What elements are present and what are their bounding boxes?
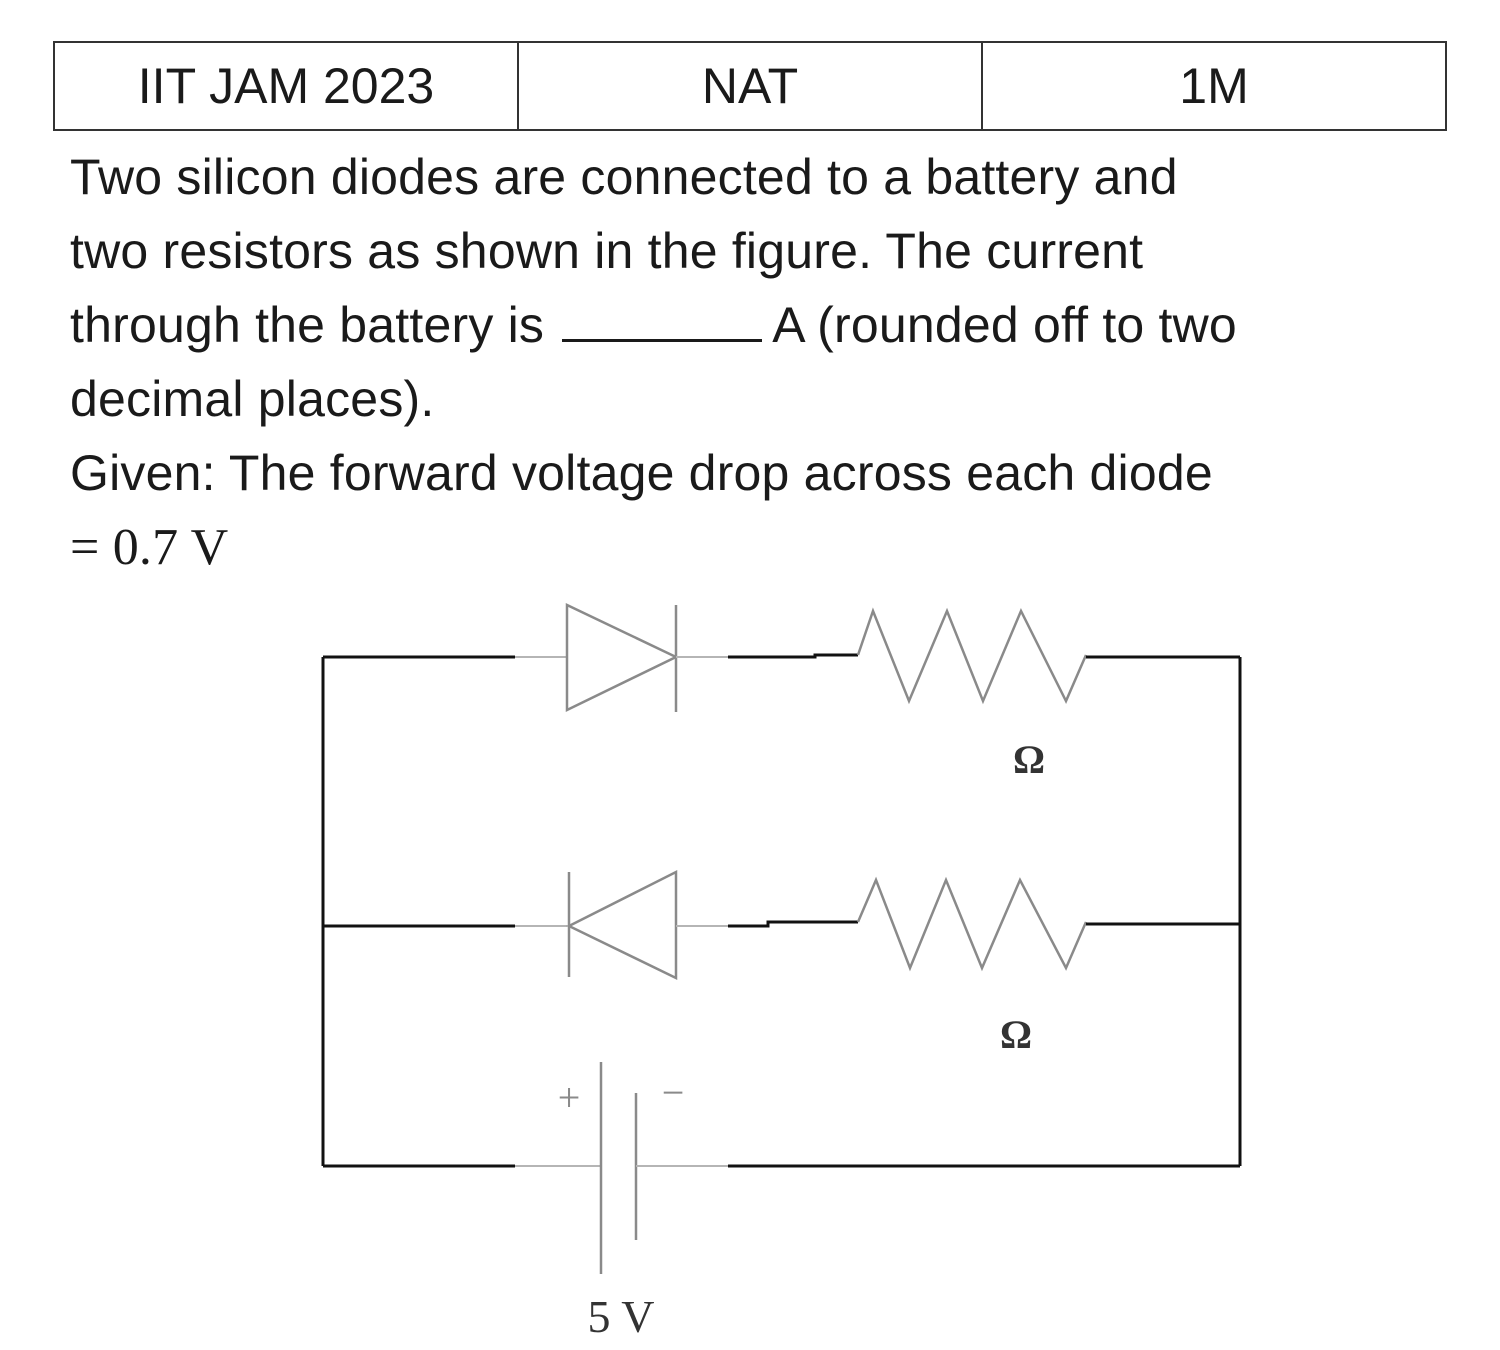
top-branch: Ω xyxy=(323,603,1240,782)
question-line-3: through the battery is A (rounded off to… xyxy=(70,288,1470,362)
middle-branch: Ω xyxy=(323,869,1240,1057)
resistor-top-label: Ω xyxy=(1013,737,1045,782)
given-value: = 0.7 V xyxy=(70,519,229,576)
diode-top-triangle xyxy=(565,603,679,712)
middle-branch-mid-wire xyxy=(728,920,858,928)
resistor-bottom-zigzag xyxy=(856,876,1088,972)
given-value-line: = 0.7 V xyxy=(70,510,1470,585)
question-text: Two silicon diodes are connected to a ba… xyxy=(70,140,1470,585)
resistor-top-zigzag xyxy=(856,607,1088,705)
exam-name-cell: IIT JAM 2023 xyxy=(53,41,519,131)
battery-voltage-label: 5 V xyxy=(588,1291,655,1342)
question-line-4: decimal places). xyxy=(70,371,435,427)
marks-cell: 1M xyxy=(981,41,1447,131)
given-line: Given: The forward voltage drop across e… xyxy=(70,445,1213,501)
bottom-branch: + − 5 V xyxy=(323,1062,1240,1342)
top-branch-mid-wire xyxy=(728,653,858,659)
question-line-2: two resistors as shown in the figure. Th… xyxy=(70,223,1144,279)
answer-blank xyxy=(562,295,763,342)
question-line-3-start: through the battery is xyxy=(70,297,545,353)
resistor-bottom-label: Ω xyxy=(1000,1012,1032,1057)
question-header-table: IIT JAM 2023 NAT 1M xyxy=(53,41,1447,131)
diode-top-forward xyxy=(565,603,679,712)
question-line-3-end: A (rounded off to two xyxy=(772,297,1237,353)
diode-middle-reverse xyxy=(566,869,678,980)
question-type-cell: NAT xyxy=(517,41,983,131)
battery: + − xyxy=(558,1062,685,1274)
diode-middle-triangle xyxy=(566,869,678,980)
question-line-1: Two silicon diodes are connected to a ba… xyxy=(70,149,1178,205)
battery-plus-sign: + xyxy=(558,1075,581,1120)
header-row: IIT JAM 2023 NAT 1M xyxy=(53,41,1447,131)
battery-minus-sign: − xyxy=(662,1070,685,1115)
